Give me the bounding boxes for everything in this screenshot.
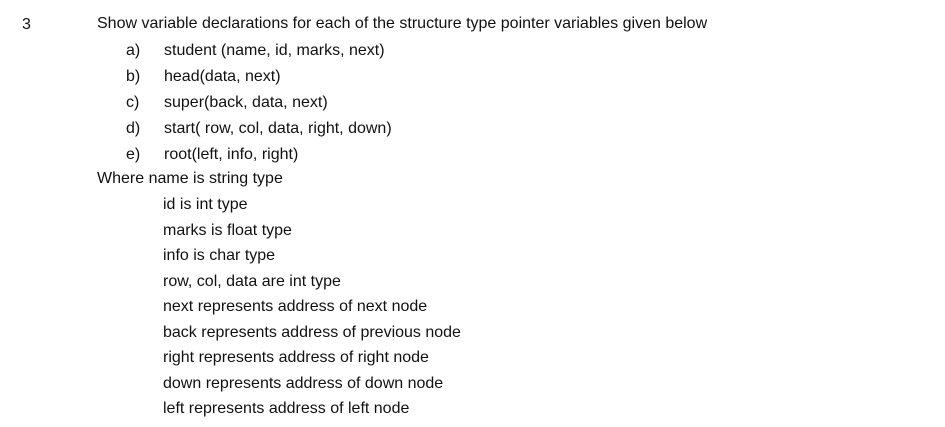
item-letter: e) <box>126 146 141 163</box>
question-number: 3 <box>22 16 31 33</box>
definition-item: left represents address of left node <box>163 400 410 417</box>
definition-item: next represents address of next node <box>163 298 428 315</box>
question-text: Show variable declarations for each of t… <box>97 15 708 32</box>
item-letter: a) <box>126 42 141 59</box>
item-text: head(data, next) <box>164 68 281 85</box>
structure-item: b) head(data, next) <box>126 69 392 95</box>
definition-item: right represents address of right node <box>163 349 429 366</box>
item-text: start( row, col, data, right, down) <box>164 120 392 137</box>
definition-list: id is int type marks is float type info … <box>163 197 461 427</box>
item-letter: c) <box>126 94 140 111</box>
item-text: super(back, data, next) <box>164 94 328 111</box>
structure-item: a) student (name, id, marks, next) <box>126 43 392 69</box>
definition-item: down represents address of down node <box>163 374 444 392</box>
structure-item: e) root(left, info, right) <box>126 147 392 173</box>
definition-item: id is int type <box>163 196 248 213</box>
where-line: Where name is string type <box>97 170 283 187</box>
definition-item: marks is float type <box>163 221 292 239</box>
item-letter: d) <box>126 120 141 137</box>
item-text: root(left, info, right) <box>164 146 299 163</box>
item-letter: b) <box>126 68 141 85</box>
structure-item: c) super(back, data, next) <box>126 95 392 121</box>
structure-item: d) start( row, col, data, right, down) <box>126 121 392 147</box>
item-text: student (name, id, marks, next) <box>164 42 385 59</box>
structure-list: a) student (name, id, marks, next) b) he… <box>126 43 392 173</box>
definition-item: row, col, data are int type <box>163 272 341 290</box>
definition-item: info is char type <box>163 247 276 264</box>
definition-item: back represents address of previous node <box>163 323 461 341</box>
